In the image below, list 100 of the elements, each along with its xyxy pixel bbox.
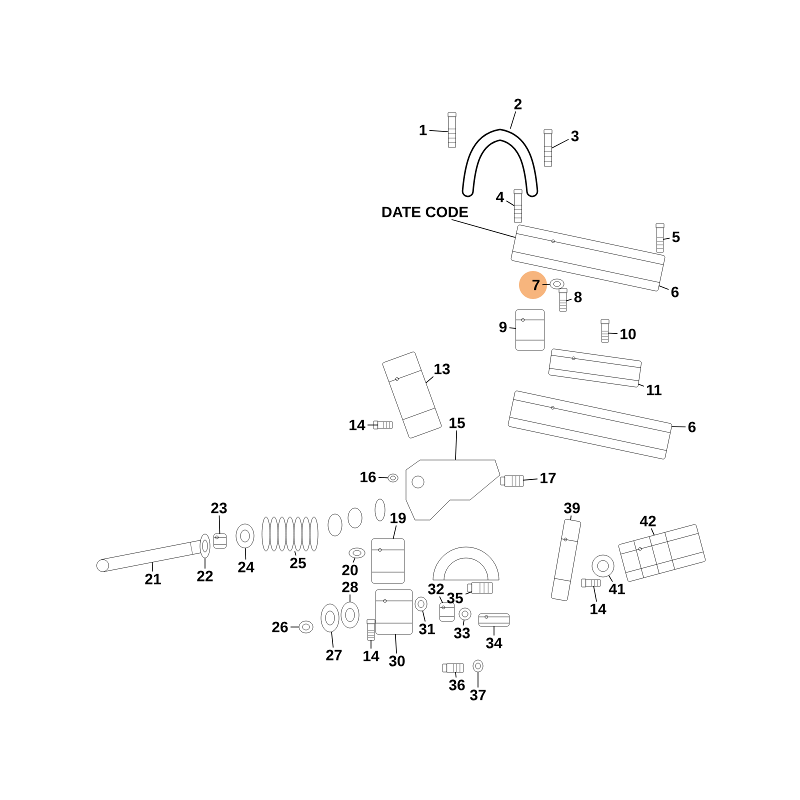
leader-line — [465, 591, 472, 594]
washer — [592, 554, 614, 578]
screw — [600, 320, 610, 342]
leader-line — [638, 384, 644, 387]
washer — [200, 534, 210, 558]
bearing — [340, 602, 360, 628]
callout-number: 14 — [350, 420, 366, 430]
leader-line — [455, 672, 457, 678]
leader-line — [570, 515, 572, 520]
callout-number: 36 — [449, 680, 465, 690]
leader-line — [422, 610, 426, 622]
callout-number: 9 — [499, 322, 507, 332]
callout-number: 13 — [434, 364, 450, 374]
cable — [551, 519, 581, 601]
callout-number: 10 — [620, 328, 636, 340]
leader-line — [650, 528, 655, 536]
leader-line — [370, 640, 372, 650]
screw — [374, 420, 392, 430]
callout-number: 28 — [342, 582, 358, 592]
callout-number: 6 — [688, 422, 696, 432]
callout-number: 42 — [640, 516, 656, 526]
screws — [348, 548, 366, 558]
screw — [514, 190, 522, 222]
screw — [442, 664, 464, 672]
pinion — [298, 620, 314, 634]
leader-line — [152, 562, 154, 572]
screw — [582, 578, 600, 588]
leader-line — [294, 550, 296, 556]
pin — [500, 476, 524, 486]
screw — [544, 130, 552, 166]
leader-line — [451, 219, 516, 238]
lever — [478, 614, 510, 626]
callout-number: 33 — [454, 628, 470, 638]
callout-number: 26 — [272, 622, 288, 632]
callout-number: 37 — [470, 690, 486, 700]
shaft — [96, 540, 203, 572]
leader-line — [218, 515, 220, 534]
callout-number: 34 — [486, 638, 502, 648]
callout-number: 20 — [342, 564, 358, 576]
nut — [550, 278, 564, 290]
top-housing — [510, 224, 666, 292]
leader-line — [542, 284, 550, 286]
shield-plate — [372, 538, 404, 584]
leader-line — [439, 596, 443, 604]
callout-number: 14 — [590, 604, 606, 614]
leader-line — [455, 430, 458, 460]
leader-line — [426, 376, 434, 384]
leader-line — [394, 634, 397, 654]
screw — [558, 288, 568, 312]
callout-number: 19 — [390, 512, 406, 524]
callout-number: 31 — [419, 624, 435, 634]
leader-line — [245, 548, 246, 560]
leader-line — [331, 632, 334, 648]
bracket — [440, 602, 454, 622]
leader-line — [671, 426, 686, 428]
leader-line — [290, 626, 300, 628]
switch — [516, 310, 544, 350]
spring — [458, 608, 472, 620]
callout-number: 17 — [540, 472, 556, 484]
gearbox — [376, 590, 412, 634]
callout-number: 16 — [360, 472, 376, 482]
callout-number: 30 — [389, 656, 405, 666]
callout-number: 25 — [290, 558, 306, 568]
callout-number: 35 — [447, 592, 463, 604]
callout-number: 15 — [450, 418, 465, 428]
screw — [366, 620, 376, 640]
callout-number: 4 — [496, 192, 504, 202]
callout-number: 23 — [211, 502, 227, 514]
leader-line — [506, 200, 515, 206]
nut — [472, 660, 484, 672]
screw — [468, 582, 492, 594]
casting-with-blade-guard — [406, 460, 500, 580]
leader-line — [522, 478, 538, 481]
callout-number: 22 — [197, 570, 213, 582]
bushing — [414, 596, 428, 612]
leader-line — [510, 111, 516, 130]
callout-number: 5 — [672, 232, 680, 242]
washer — [320, 604, 340, 632]
callout-number: 11 — [647, 384, 662, 396]
leader-line — [352, 558, 356, 563]
callout-number: 2 — [514, 98, 522, 110]
callout-number: 21 — [145, 574, 161, 584]
callout-number: 14 — [364, 650, 380, 662]
leader-line — [593, 586, 597, 602]
leader-line — [662, 238, 670, 240]
callout-number: 1 — [420, 124, 427, 136]
leader-line — [566, 298, 572, 302]
bushing — [214, 534, 226, 548]
spring — [262, 516, 318, 552]
callout-number: 39 — [564, 502, 580, 514]
bearing — [236, 524, 254, 548]
leader-line — [551, 138, 570, 148]
leader-line — [428, 130, 449, 132]
callout-number: 8 — [574, 292, 582, 302]
nut — [388, 474, 398, 482]
screw — [448, 112, 456, 148]
leader-line — [462, 620, 464, 626]
callout-number: 3 — [571, 130, 579, 142]
wiring-harness — [548, 348, 642, 388]
leader-line — [658, 285, 670, 290]
